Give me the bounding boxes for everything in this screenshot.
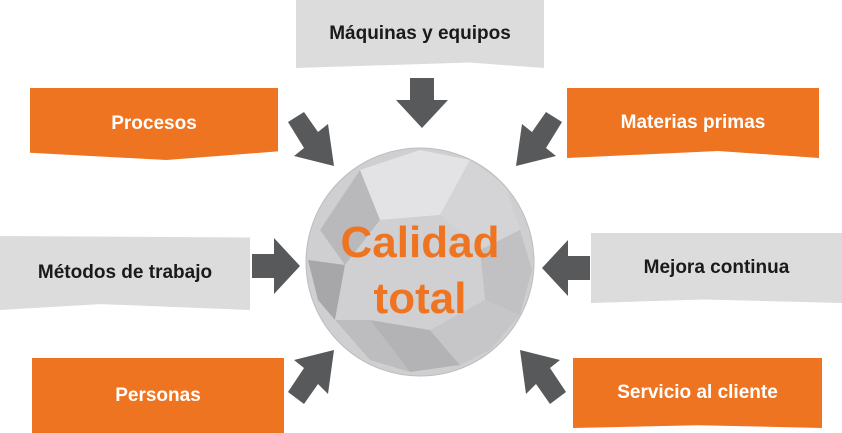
factor-personas-label: Personas [115,384,201,406]
arrow-group [252,78,590,404]
factor-materias-label: Materias primas [620,112,766,133]
center-title-line2: total [373,274,467,323]
arrow-right-icon [252,238,300,294]
arrow-down-left-icon [516,112,562,166]
arrow-up-right-icon [288,350,334,404]
center-title: Calidad total [300,215,540,327]
factor-maquinas-box: Máquinas y equipos [296,0,544,68]
factor-personas-box: Personas [32,358,284,433]
factor-procesos-box: Procesos [30,88,278,160]
sphere-icon [305,147,535,377]
factor-maquinas-label: Máquinas y equipos [329,23,511,44]
center-title-line1: Calidad [340,218,500,267]
factor-materias-box: Materias primas [567,88,819,158]
factor-procesos-label: Procesos [111,113,197,134]
factor-metodos-box: Métodos de trabajo [0,236,250,310]
factor-mejora-label: Mejora continua [643,257,790,278]
factor-servicio-label: Servicio al cliente [617,382,778,403]
factor-mejora-box: Mejora continua [591,233,842,303]
factor-metodos-label: Métodos de trabajo [37,262,213,283]
arrow-down-right-icon [288,112,334,166]
arrow-left-icon [542,240,590,296]
arrow-up-left-icon [520,350,566,404]
arrow-down-icon [396,78,448,128]
factor-servicio-box: Servicio al cliente [573,358,822,428]
